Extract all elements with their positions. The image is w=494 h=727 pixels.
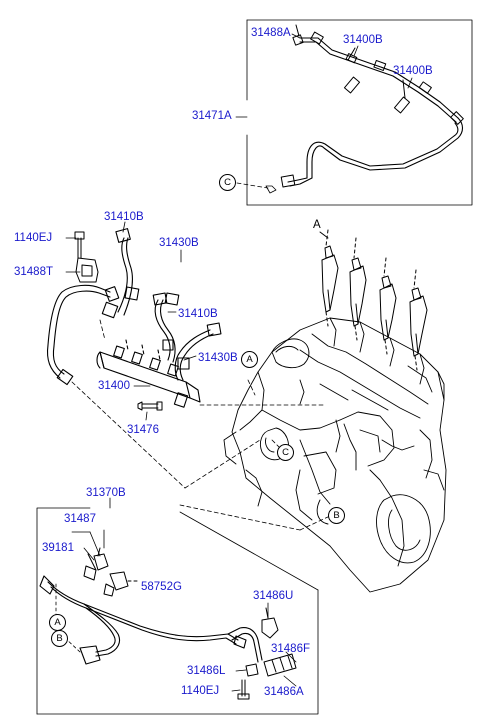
- callout-c-engine: C: [277, 444, 294, 461]
- label-31400[interactable]: 31400: [98, 380, 130, 392]
- injectors: [319, 229, 428, 371]
- return-hose: [287, 37, 464, 187]
- label-31486L[interactable]: 31486L: [187, 665, 226, 677]
- fitting-58752G: [103, 571, 141, 597]
- label-1140EJ-lower[interactable]: 1140EJ: [181, 685, 220, 697]
- bracket-31488T: [74, 231, 99, 283]
- injection-pipe-31410B-lower: [152, 292, 180, 363]
- common-rail-31400: [96, 339, 201, 408]
- label-31370B[interactable]: 31370B: [86, 487, 126, 499]
- label-31400B-upper[interactable]: 31400B: [343, 34, 383, 46]
- label-39181[interactable]: 39181: [42, 542, 74, 554]
- return-hose-assembly-box: [235, 19, 473, 206]
- hose-set-31486F: [263, 653, 297, 677]
- rail-bolts-31476: [137, 401, 163, 411]
- injection-pipe-31488T: [46, 284, 120, 386]
- bolt-1140EJ-bottom: [237, 679, 250, 700]
- callout-b-engine: B: [328, 507, 345, 524]
- label-leaders: [65, 33, 413, 421]
- fuel-return-pipe-31486A: [39, 575, 263, 665]
- injection-pipe-31410B-upper: [101, 228, 140, 319]
- connector-31486L: [245, 663, 259, 677]
- fuel-return-box: [36, 497, 319, 715]
- rail-leaders: [71, 319, 326, 489]
- callout-a-rail: A: [241, 351, 258, 368]
- return-connector-end: [265, 185, 277, 194]
- label-31430B-lower[interactable]: 31430B: [198, 352, 238, 364]
- reference-letter-a-injectors: A: [313, 219, 321, 231]
- callout-c-top: C: [219, 174, 236, 191]
- label-1140EJ-upper[interactable]: 1140EJ: [14, 232, 53, 244]
- label-31410B-lower[interactable]: 31410B: [178, 308, 218, 320]
- label-31476[interactable]: 31476: [127, 424, 159, 436]
- bottom-leaders: [55, 529, 297, 692]
- label-31488A[interactable]: 31488A: [251, 27, 291, 39]
- injection-pipe-31430B-lower: [174, 322, 222, 381]
- engine-block: [223, 317, 447, 593]
- label-31488T[interactable]: 31488T: [14, 266, 54, 278]
- callout-b-bottom: B: [51, 630, 68, 647]
- label-31471A[interactable]: 31471A: [192, 110, 232, 122]
- label-31486F[interactable]: 31486F: [271, 643, 311, 655]
- sensor-39181: [83, 547, 109, 581]
- label-58752G[interactable]: 58752G: [141, 581, 182, 593]
- callout-a-bottom: A: [49, 614, 66, 631]
- label-31486U[interactable]: 31486U: [253, 590, 294, 602]
- clip-31486U: [261, 607, 279, 639]
- label-31430B-upper[interactable]: 31430B: [159, 237, 199, 249]
- engine-leaders: [179, 439, 331, 531]
- label-31400B-lower[interactable]: 31400B: [393, 65, 433, 77]
- label-31487[interactable]: 31487: [64, 513, 96, 525]
- hose-connectors: [280, 24, 464, 188]
- label-31486A[interactable]: 31486A: [264, 686, 304, 698]
- callout-leader-c-top: [236, 182, 269, 189]
- label-31410B-upper[interactable]: 31410B: [104, 211, 144, 223]
